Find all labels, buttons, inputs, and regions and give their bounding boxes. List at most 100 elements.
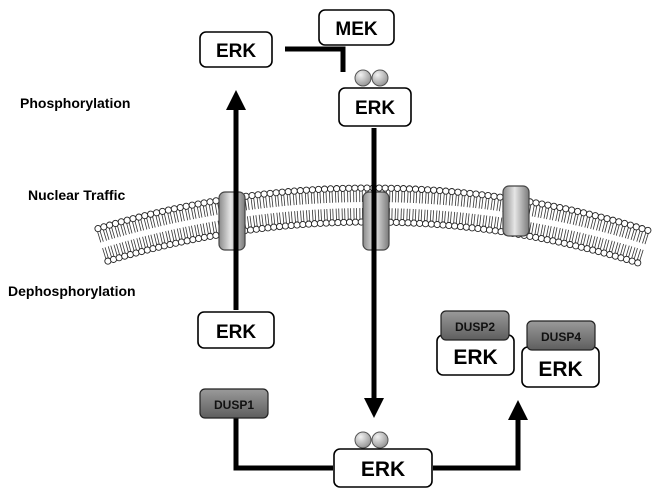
- lipid-head: [316, 219, 324, 227]
- erk-box-phosphorylated-top: ERK: [338, 87, 412, 127]
- lipid-head: [305, 220, 313, 228]
- lipid-head: [474, 224, 482, 233]
- lipid-head: [284, 188, 292, 196]
- lipid-head: [496, 193, 504, 201]
- mek-to-erk-connector: [285, 46, 346, 72]
- lipid-head: [418, 185, 426, 193]
- lipid-head: [363, 184, 371, 192]
- lipid-head: [491, 227, 499, 235]
- lipid-head: [597, 213, 605, 221]
- lipid-head: [626, 221, 635, 229]
- label-dephosphorylation: Dephosphorylation: [8, 283, 136, 299]
- lipid-head: [340, 218, 348, 226]
- lipid-head: [421, 220, 430, 228]
- lipid-head: [200, 233, 208, 241]
- dusp4-label: DUSP4: [541, 330, 581, 344]
- lipid-head: [621, 219, 629, 227]
- lipid-head: [427, 220, 435, 228]
- lipid-head: [123, 216, 131, 224]
- lipid-head: [574, 207, 582, 215]
- lipid-head: [138, 247, 146, 256]
- label-nuclear-traffic: Nuclear Traffic: [28, 187, 125, 203]
- lipid-head: [634, 259, 642, 267]
- lipid-head: [246, 226, 255, 234]
- lipid-head: [346, 218, 354, 226]
- lipid-head: [375, 184, 383, 192]
- dusp4-box: DUSP4: [526, 320, 596, 351]
- dusp2-label: DUSP2: [455, 320, 495, 334]
- lipid-head: [147, 210, 155, 218]
- lipid-head: [579, 209, 588, 217]
- lipid-head: [153, 209, 161, 217]
- lipid-head: [94, 225, 102, 233]
- lipid-head: [212, 197, 220, 205]
- lipid-head: [609, 216, 617, 224]
- lipid-head: [194, 200, 202, 208]
- erk-box-with-dusp4: ERK: [521, 346, 600, 388]
- lipid-head: [472, 190, 480, 198]
- lipid-head: [490, 192, 498, 200]
- lipid-head: [278, 188, 286, 196]
- erk-label: ERK: [361, 458, 405, 481]
- lipid-head: [411, 185, 420, 193]
- lipid-head: [393, 184, 401, 192]
- bottom-right-line: [433, 418, 521, 471]
- lipid-head: [537, 234, 545, 243]
- lipid-head: [544, 201, 552, 209]
- nuclear-pore-left: [218, 191, 246, 251]
- lipid-head: [155, 243, 163, 251]
- erk-label: ERK: [216, 41, 256, 62]
- lipid-head: [485, 226, 494, 234]
- lipid-head: [248, 191, 256, 200]
- lipid-head: [327, 185, 335, 193]
- lipid-head: [404, 219, 412, 227]
- lipid-head: [638, 225, 646, 233]
- lipid-head: [466, 189, 474, 197]
- lipid-head: [176, 203, 184, 212]
- dusp1-label: DUSP1: [214, 398, 254, 412]
- lipid-head: [272, 189, 280, 197]
- lipid-head: [160, 242, 168, 250]
- lipid-head: [456, 223, 465, 231]
- lipid-head: [345, 184, 353, 192]
- phosphate-groups-bottom: [354, 431, 389, 449]
- lipid-head: [351, 218, 359, 226]
- lipid-head: [314, 185, 323, 193]
- lipid-head: [632, 223, 640, 231]
- lipid-head: [430, 186, 438, 194]
- lipid-head: [270, 223, 278, 231]
- lipid-head: [532, 199, 540, 207]
- erk-box-top-left: ERK: [199, 31, 273, 68]
- lipid-head: [589, 246, 597, 254]
- lipid-head: [302, 186, 310, 194]
- lipid-head: [410, 219, 418, 227]
- lipid-head: [583, 245, 591, 253]
- lipid-head: [254, 191, 262, 199]
- erk-label: ERK: [453, 346, 497, 369]
- lipid-head: [177, 238, 185, 246]
- mek-box: MEK: [318, 9, 395, 46]
- lipid-head: [560, 239, 568, 247]
- lipid-head: [433, 220, 441, 229]
- lipid-head: [532, 233, 540, 241]
- lipid-head: [550, 202, 558, 210]
- phosphate-groups-top: [354, 69, 389, 87]
- dusp2-box: DUSP2: [440, 310, 510, 341]
- lipid-head: [206, 232, 214, 240]
- lipid-head: [252, 225, 260, 233]
- lipid-head: [258, 224, 266, 233]
- lipid-head: [276, 223, 284, 231]
- lipid-head: [106, 221, 114, 229]
- lipid-head: [416, 219, 424, 227]
- lipid-head: [460, 189, 468, 197]
- lipid-head: [170, 205, 178, 213]
- lipid-head: [290, 187, 298, 195]
- lipid-head: [387, 184, 395, 192]
- erk-label: ERK: [355, 98, 395, 119]
- lipid-head: [310, 220, 319, 228]
- lipid-head: [188, 201, 196, 209]
- lipid-head: [615, 218, 623, 226]
- lipid-head: [287, 221, 295, 230]
- lipid-head: [436, 187, 444, 195]
- lipid-head: [556, 203, 564, 212]
